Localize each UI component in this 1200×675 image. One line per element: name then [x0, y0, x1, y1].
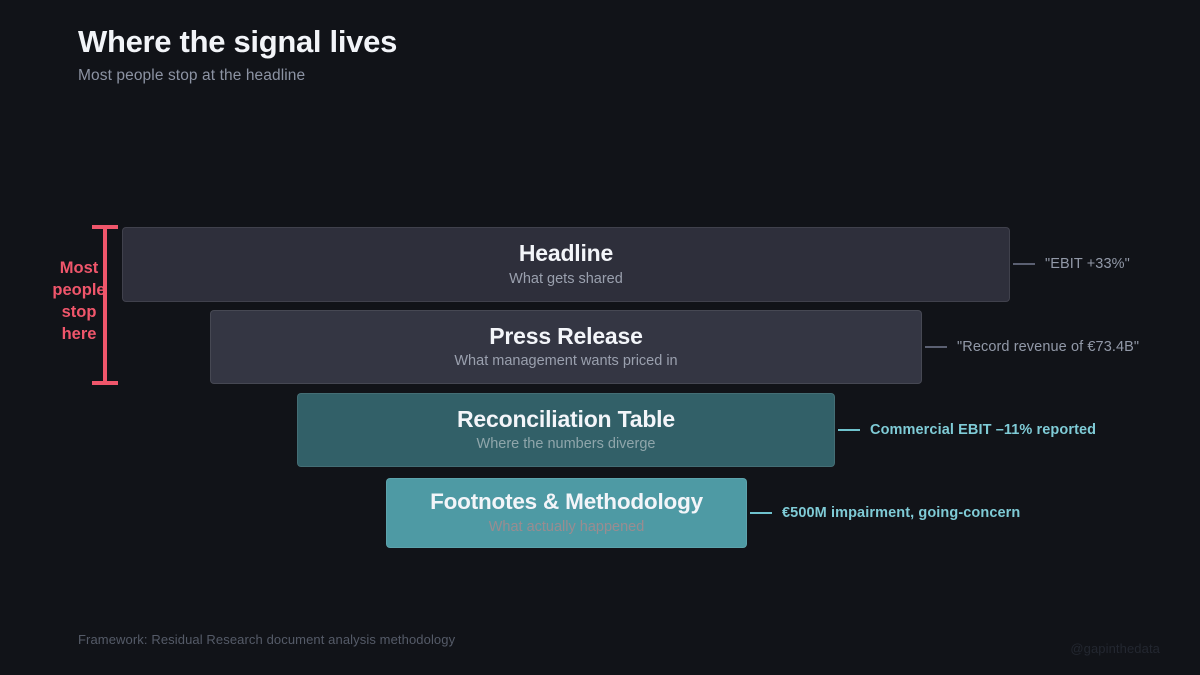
stage-title: Headline — [518, 240, 614, 267]
stop-here-label-line-2: people — [52, 280, 106, 299]
funnel-stage-footnotes-methodology[interactable]: Footnotes & Methodology What actually ha… — [386, 478, 747, 548]
funnel-stage-press-release[interactable]: Press Release What management wants pric… — [210, 310, 922, 384]
annotation-text: Commercial EBIT –11% reported — [870, 422, 1097, 438]
annotation-text: "EBIT +33%" — [1045, 256, 1130, 272]
stop-here-label: Most people stop here — [42, 258, 116, 346]
page-subtitle: Most people stop at the headline — [78, 66, 306, 84]
framework-note: Framework: Residual Research document an… — [78, 632, 456, 647]
funnel-stage-reconciliation-table[interactable]: Reconciliation Table Where the numbers d… — [297, 393, 835, 467]
stage-annotation-headline: "EBIT +33%" — [1013, 255, 1130, 273]
stop-here-label-line-1: Most — [59, 259, 99, 277]
stage-title: Footnotes & Methodology — [430, 489, 703, 515]
stage-subtitle: What management wants priced in — [454, 353, 678, 370]
stage-annotation-press-release: "Record revenue of €73.4B" — [925, 338, 1139, 356]
connector-line-icon — [838, 429, 860, 431]
bracket-stem — [103, 225, 107, 385]
bracket-bottom-cap — [92, 381, 118, 385]
stop-here-bracket — [92, 225, 118, 385]
stop-here-label-line-3: stop — [61, 302, 97, 321]
stage-title: Press Release — [489, 322, 643, 349]
stage-title: Reconciliation Table — [457, 405, 675, 432]
header: Where the signal lives Most people stop … — [78, 24, 978, 85]
annotation-text: "Record revenue of €73.4B" — [957, 339, 1140, 355]
stage-subtitle: Where the numbers diverge — [476, 436, 656, 453]
page-title: Where the signal lives — [78, 24, 398, 59]
connector-line-icon — [750, 512, 772, 514]
funnel-stage-headline[interactable]: Headline What gets shared — [122, 227, 1010, 302]
stage-annotation-reconciliation-table: Commercial EBIT –11% reported — [838, 421, 1096, 439]
stage-annotation-footnotes-methodology: €500M impairment, going-concern — [750, 504, 1020, 522]
stage-subtitle: What actually happened — [488, 518, 645, 535]
stop-here-label-line-4: here — [61, 324, 97, 343]
watermark: @gapinthedata — [1070, 641, 1160, 656]
annotation-text: €500M impairment, going-concern — [782, 505, 1021, 521]
connector-line-icon — [1013, 263, 1035, 265]
connector-line-icon — [925, 346, 947, 348]
stage-subtitle: What gets shared — [509, 270, 623, 287]
